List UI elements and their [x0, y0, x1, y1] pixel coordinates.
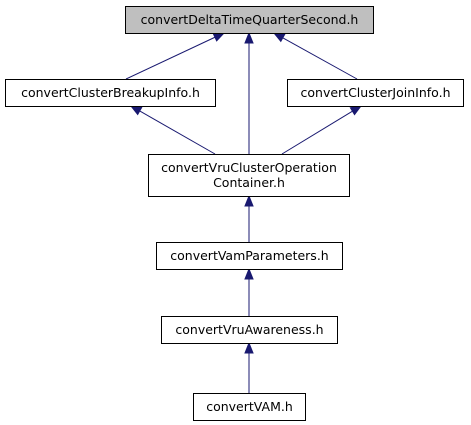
node-box — [125, 6, 374, 34]
node-vamparams[interactable]: convertVamParameters.h — [156, 242, 343, 270]
node-label: Container.h — [213, 175, 285, 190]
node-delta[interactable]: convertDeltaTimeQuarterSecond.h — [125, 6, 374, 34]
arrowhead-icon — [272, 32, 286, 43]
arrowhead-icon — [244, 341, 254, 354]
node-label: convertVAM.h — [206, 399, 293, 414]
node-label: convertVruAwareness.h — [175, 322, 323, 337]
node-box — [287, 79, 464, 107]
node-label: convertVruClusterOperation — [161, 160, 337, 175]
node-box — [156, 242, 343, 270]
node-box — [148, 154, 350, 197]
edge-breakup-to-delta — [125, 32, 226, 80]
node-breakup[interactable]: convertClusterBreakupInfo.h — [5, 79, 216, 107]
arrowhead-icon — [212, 32, 226, 42]
edge-vamparams-to-container — [244, 194, 254, 242]
nodes-layer: convertDeltaTimeQuarterSecond.h convertCl… — [5, 6, 464, 421]
node-label: convertClusterJoinInfo.h — [301, 85, 451, 100]
arrowhead-icon — [244, 31, 254, 44]
node-box — [193, 393, 306, 421]
node-awareness[interactable]: convertVruAwareness.h — [161, 316, 338, 344]
node-label: convertClusterBreakupInfo.h — [21, 85, 200, 100]
arrowhead-icon — [244, 267, 254, 280]
node-join[interactable]: convertClusterJoinInfo.h — [287, 79, 464, 107]
edge-container-to-breakup — [129, 105, 216, 155]
edge-awareness-to-vamparams — [244, 267, 254, 316]
edge-container-to-join — [281, 105, 363, 155]
arrowhead-icon — [244, 194, 254, 207]
edge-line — [125, 36, 216, 80]
edge-container-to-delta — [244, 31, 254, 154]
arrowhead-icon — [349, 105, 363, 116]
node-box — [5, 79, 216, 107]
edges-layer — [125, 31, 363, 393]
node-label: convertDeltaTimeQuarterSecond.h — [141, 12, 359, 27]
edge-line — [139, 110, 216, 155]
edge-line — [282, 37, 358, 80]
edge-vam-to-awareness — [244, 341, 254, 393]
edge-line — [281, 110, 353, 155]
edge-join-to-delta — [272, 32, 358, 80]
node-box — [161, 316, 338, 344]
node-label: convertVamParameters.h — [170, 248, 328, 263]
arrowhead-icon — [129, 105, 143, 116]
node-vam[interactable]: convertVAM.h — [193, 393, 306, 421]
